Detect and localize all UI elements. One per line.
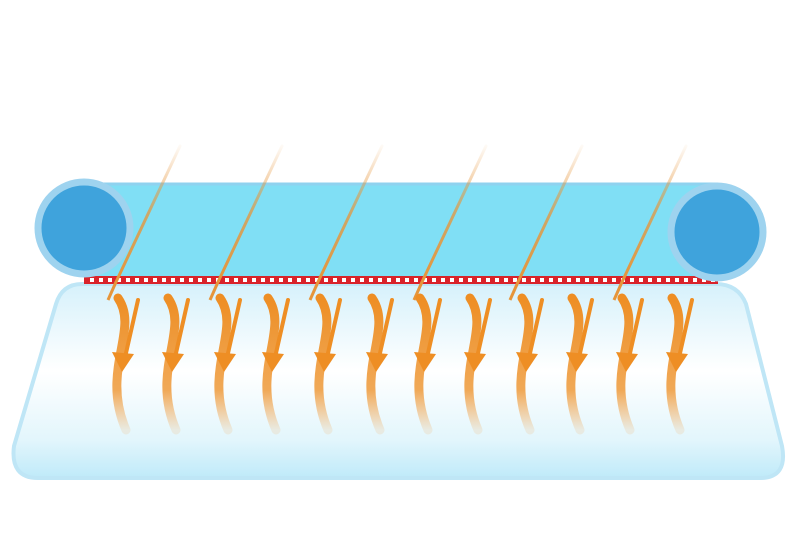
strip-dot	[495, 278, 499, 282]
strip-dot	[243, 278, 247, 282]
sun-ray	[208, 144, 284, 301]
strip-dot	[441, 278, 445, 282]
strip-dot	[297, 278, 301, 282]
left-roller	[34, 178, 134, 278]
strip-dot	[396, 278, 400, 282]
strip-dot	[486, 278, 490, 282]
strip-dot	[459, 278, 463, 282]
strip-dot	[342, 278, 346, 282]
strip-dot	[468, 278, 472, 282]
strip-dot	[675, 278, 679, 282]
strip-dot	[288, 278, 292, 282]
strip-dot	[639, 278, 643, 282]
strip-dot	[684, 278, 688, 282]
heat-wave-arrow	[214, 293, 242, 435]
strip-dot	[558, 278, 562, 282]
strip-dot	[378, 278, 382, 282]
strip-dot	[612, 278, 616, 282]
strip-dot	[513, 278, 517, 282]
strip-dot	[324, 278, 328, 282]
heat-waves	[112, 293, 694, 435]
strip-dot	[189, 278, 193, 282]
heat-wave-arrow	[666, 293, 694, 435]
strip-dot	[261, 278, 265, 282]
strip-dot	[135, 278, 139, 282]
sun-ray	[308, 144, 384, 301]
heat-wave-arrow	[414, 293, 442, 435]
strip-dot	[702, 278, 706, 282]
strip-dot	[315, 278, 319, 282]
strip-dot	[270, 278, 274, 282]
strip-dot	[108, 278, 112, 282]
heat-wave-arrow	[464, 293, 492, 435]
sun-ray	[508, 144, 584, 301]
strip-dot	[648, 278, 652, 282]
heat-wave-arrow	[366, 293, 394, 435]
strip-dot	[594, 278, 598, 282]
strip-dot	[549, 278, 553, 282]
strip-dot	[531, 278, 535, 282]
strip-dot	[207, 278, 211, 282]
strip-dot	[333, 278, 337, 282]
bubble-strip	[84, 276, 718, 284]
strip-dot	[585, 278, 589, 282]
strip-dot	[432, 278, 436, 282]
strip-dot	[414, 278, 418, 282]
heat-wave-arrow	[516, 293, 544, 435]
strip-dot	[603, 278, 607, 282]
strip-dot	[405, 278, 409, 282]
bubble-strip-dots	[90, 278, 715, 282]
strip-dot	[144, 278, 148, 282]
strip-dot	[504, 278, 508, 282]
strip-dot	[567, 278, 571, 282]
sun-rays	[106, 144, 688, 301]
sun-ray	[412, 144, 488, 301]
strip-dot	[351, 278, 355, 282]
strip-dot	[225, 278, 229, 282]
heat-wave-arrow	[566, 293, 594, 435]
strip-dot	[234, 278, 238, 282]
strip-dot	[99, 278, 103, 282]
strip-dot	[657, 278, 661, 282]
heat-wave-arrow	[262, 293, 290, 435]
heat-wave-arrow	[616, 293, 644, 435]
heat-wave-arrow	[112, 293, 140, 435]
strip-dot	[171, 278, 175, 282]
strip-dot	[423, 278, 427, 282]
strip-dot	[360, 278, 364, 282]
strip-dot	[666, 278, 670, 282]
strip-dot	[522, 278, 526, 282]
strip-dot	[153, 278, 157, 282]
strip-dot	[630, 278, 634, 282]
strip-dot	[540, 278, 544, 282]
pool-water-body	[11, 282, 785, 480]
strip-dot	[387, 278, 391, 282]
strip-dot	[477, 278, 481, 282]
strip-dot	[252, 278, 256, 282]
heat-wave-arrow	[162, 293, 190, 435]
strip-dot	[180, 278, 184, 282]
right-roller	[667, 182, 767, 282]
strip-dot	[126, 278, 130, 282]
heat-wave-arrow	[314, 293, 342, 435]
strip-dot	[117, 278, 121, 282]
sun-ray	[106, 144, 182, 301]
pool-cover-sheet	[84, 184, 718, 280]
strip-dot	[306, 278, 310, 282]
strip-dot	[693, 278, 697, 282]
strip-dot	[198, 278, 202, 282]
strip-dot	[279, 278, 283, 282]
strip-dot	[162, 278, 166, 282]
strip-dot	[450, 278, 454, 282]
sun-ray	[612, 144, 688, 301]
strip-dot	[90, 278, 94, 282]
strip-dot	[369, 278, 373, 282]
strip-dot	[576, 278, 580, 282]
